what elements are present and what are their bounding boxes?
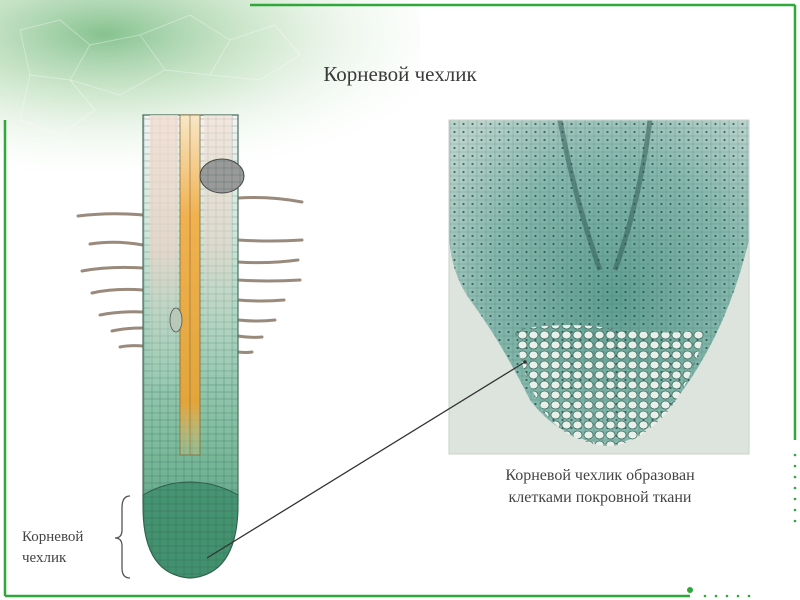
micrograph-caption-line-1: Корневой чехлик образован — [505, 467, 695, 484]
micrograph-root-cap — [515, 325, 705, 447]
micrograph-caption: Корневой чехлик образован клетками покро… — [450, 465, 750, 509]
pointer-line — [206, 361, 526, 559]
root-cap-label-line-1: Корневой — [22, 529, 84, 545]
root-cap-label: Корневой чехлик — [22, 527, 112, 569]
leaf-vein-pattern — [19, 14, 301, 136]
root-hairs — [76, 196, 304, 354]
root-tip-micrograph — [449, 120, 749, 454]
slide-title: Корневой чехлик — [323, 62, 477, 86]
root-longitudinal-section — [142, 114, 245, 579]
micrograph-caption-line-2: клетками покровной ткани — [508, 489, 692, 506]
root-cap-bracket — [114, 495, 131, 579]
slide-frame — [3, 3, 797, 598]
root-cap-label-line-2: чехлик — [22, 550, 67, 566]
frame-dots — [687, 453, 797, 598]
